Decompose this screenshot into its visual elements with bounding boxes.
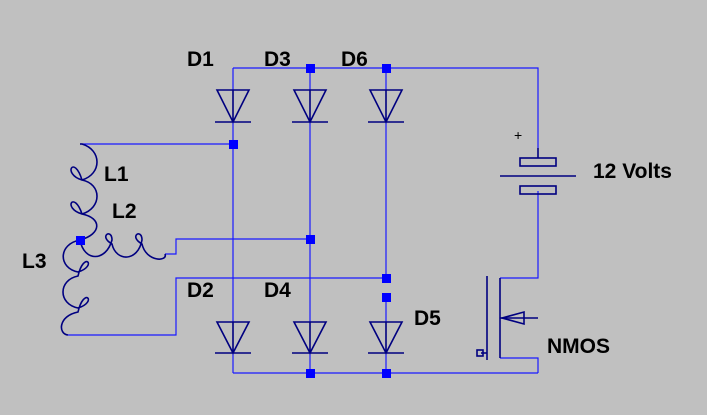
diode-d1 bbox=[215, 89, 251, 124]
label-d3: D3 bbox=[264, 48, 291, 71]
wire-l3-to-col3 bbox=[68, 277, 386, 336]
diode-d3 bbox=[292, 89, 328, 124]
inductor-l1 bbox=[70, 143, 98, 241]
node-col3-lower bbox=[382, 293, 391, 302]
node-inductor-common bbox=[76, 236, 85, 245]
diode-d5 bbox=[368, 321, 404, 355]
label-battery-plus: + bbox=[514, 127, 522, 143]
label-d4: D4 bbox=[264, 279, 291, 302]
diode-d2 bbox=[215, 321, 251, 355]
node-d4-bottom bbox=[306, 369, 315, 378]
node-col2-mid bbox=[306, 235, 315, 244]
label-d1: D1 bbox=[187, 48, 214, 71]
wires bbox=[68, 67, 539, 374]
diode-d6 bbox=[368, 89, 404, 124]
label-l3: L3 bbox=[22, 250, 47, 273]
label-d2: D2 bbox=[187, 279, 214, 302]
battery-symbol bbox=[500, 148, 576, 195]
junction-nodes bbox=[76, 64, 391, 378]
label-l1: L1 bbox=[104, 163, 129, 186]
node-d3-top bbox=[306, 64, 315, 73]
node-d6-top bbox=[382, 64, 391, 73]
wire-source bbox=[500, 357, 539, 373]
label-l2: L2 bbox=[112, 200, 137, 223]
diode-d4 bbox=[292, 321, 328, 355]
label-battery: 12 Volts bbox=[593, 160, 672, 183]
node-col1-mid bbox=[229, 140, 238, 149]
label-mosfet: NMOS bbox=[547, 335, 610, 358]
node-d5-bottom bbox=[382, 369, 391, 378]
inductor-l3 bbox=[60, 239, 90, 336]
wire-battery-to-drain bbox=[500, 191, 539, 279]
wire-top-bus bbox=[233, 67, 539, 148]
node-col3-mid bbox=[382, 274, 391, 283]
nmos-transistor bbox=[476, 276, 538, 360]
label-d5: D5 bbox=[414, 307, 441, 330]
wire-l2-to-col2 bbox=[165, 238, 310, 255]
label-d6: D6 bbox=[341, 48, 368, 71]
inductor-l2 bbox=[79, 233, 166, 260]
